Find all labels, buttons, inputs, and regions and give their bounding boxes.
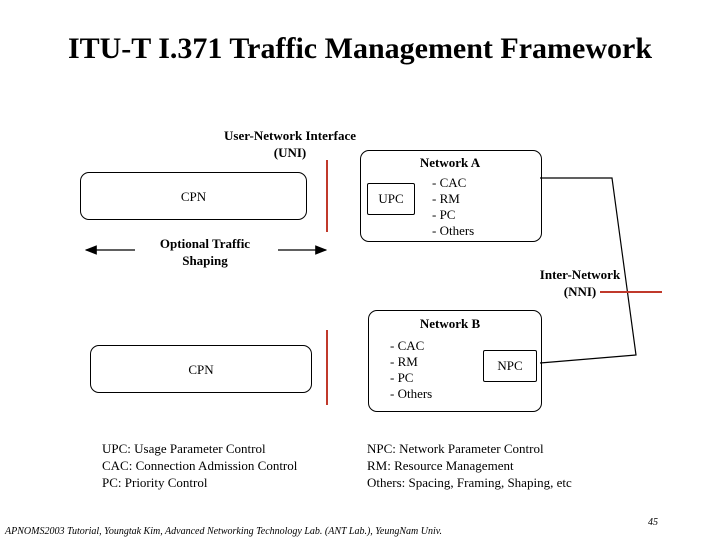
- network-b-box: [368, 310, 542, 412]
- cpn-top-label: CPN: [180, 189, 207, 204]
- uni-abbr: (UNI): [273, 145, 307, 160]
- footer-text: APNOMS2003 Tutorial, Young­tak Kim, Adva…: [5, 526, 442, 537]
- nni-abbr: (NNI): [563, 284, 597, 299]
- npc-box: NPC: [483, 350, 537, 382]
- legend-pc: PC: Priority Control: [102, 475, 208, 490]
- cpn-top-box: CPN: [80, 172, 307, 220]
- network-a-function-pc: - PC: [432, 207, 456, 222]
- network-b-function-cac: - CAC: [390, 338, 425, 353]
- legend-cac: CAC: Connection Admission Control: [102, 458, 298, 473]
- network-a-function-cac: - CAC: [432, 175, 467, 190]
- network-a-box: [360, 150, 542, 242]
- network-b-functions: - CAC - RM - PC - Others: [390, 338, 432, 402]
- legend-left: UPC: Usage Parameter Control CAC: Connec…: [102, 440, 297, 491]
- uni-label: User-Network Interface: [224, 128, 356, 143]
- upc-label: UPC: [378, 191, 404, 206]
- legend-others: Others: Spacing, Framing, Shaping, etc: [367, 475, 572, 490]
- network-a-function-rm: - RM: [432, 191, 460, 206]
- cpn-bottom-box: CPN: [90, 345, 312, 393]
- upc-box: UPC: [367, 183, 415, 215]
- legend-npc: NPC: Network Parameter Control: [367, 441, 544, 456]
- network-a-functions: - CAC - RM - PC - Others: [432, 175, 474, 239]
- legend-right: NPC: Network Parameter Control RM: Resou…: [367, 440, 572, 491]
- page-title: ITU-T I.371 Traffic Management Framework: [67, 32, 653, 65]
- inter-network-link: [539, 177, 637, 364]
- nni-label: Inter-Network: [539, 267, 621, 282]
- network-b-function-rm: - RM: [390, 354, 418, 369]
- network-b-function-pc: - PC: [390, 370, 414, 385]
- cpn-bottom-label: CPN: [188, 362, 214, 377]
- npc-label: NPC: [497, 358, 523, 373]
- network-b-function-others: - Others: [390, 386, 433, 401]
- page-number: 45: [648, 517, 658, 528]
- legend-upc: UPC: Usage Parameter Control: [102, 441, 266, 456]
- network-a-function-others: - Others: [432, 223, 475, 238]
- network-a-title: Network A: [419, 155, 481, 170]
- optional-shaping-label-1: Optional Traffic: [159, 236, 251, 251]
- legend-rm: RM: Resource Management: [367, 458, 514, 473]
- optional-shaping-label-2: Shaping: [182, 253, 228, 268]
- network-b-title: Network B: [419, 316, 481, 331]
